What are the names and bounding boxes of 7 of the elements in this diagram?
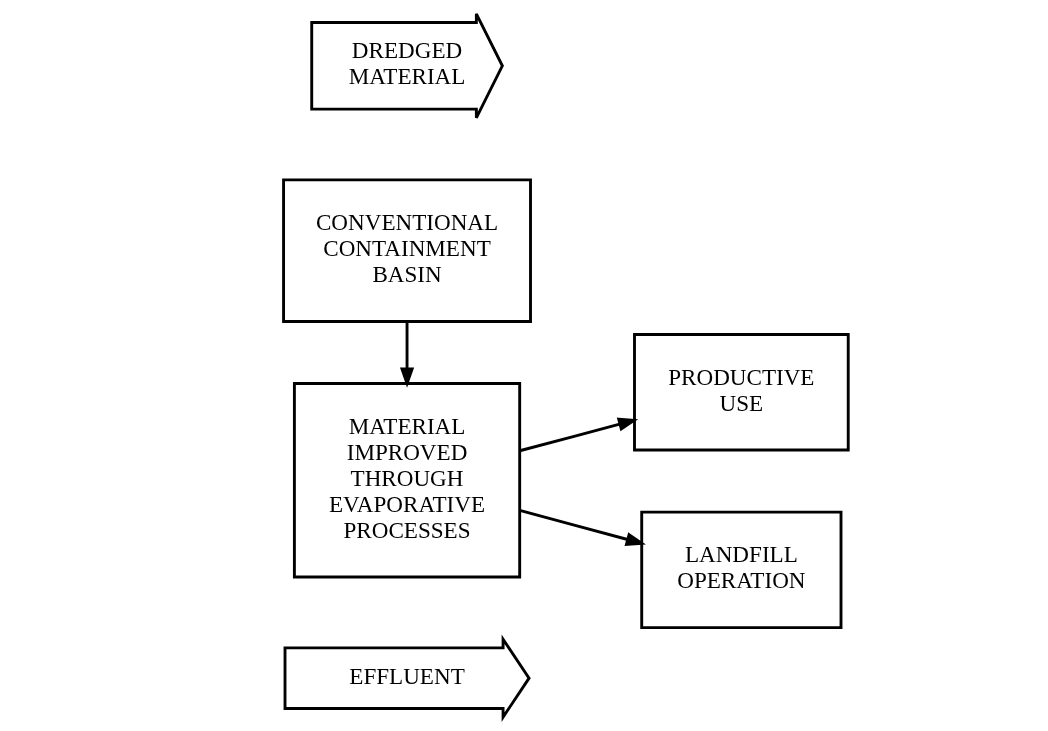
node-box: CONVENTIONAL CONTAINMENT BASIN	[281, 178, 532, 323]
arrow	[518, 417, 638, 453]
node-box: MATERIAL IMPROVED THROUGH EVAPORATIVE PROCESSES	[292, 382, 521, 579]
arrow	[518, 509, 646, 546]
arrow	[399, 321, 414, 388]
node-box: PRODUCTIVE USE	[632, 333, 850, 452]
node-box: LANDFILL OPERATION	[639, 510, 842, 630]
